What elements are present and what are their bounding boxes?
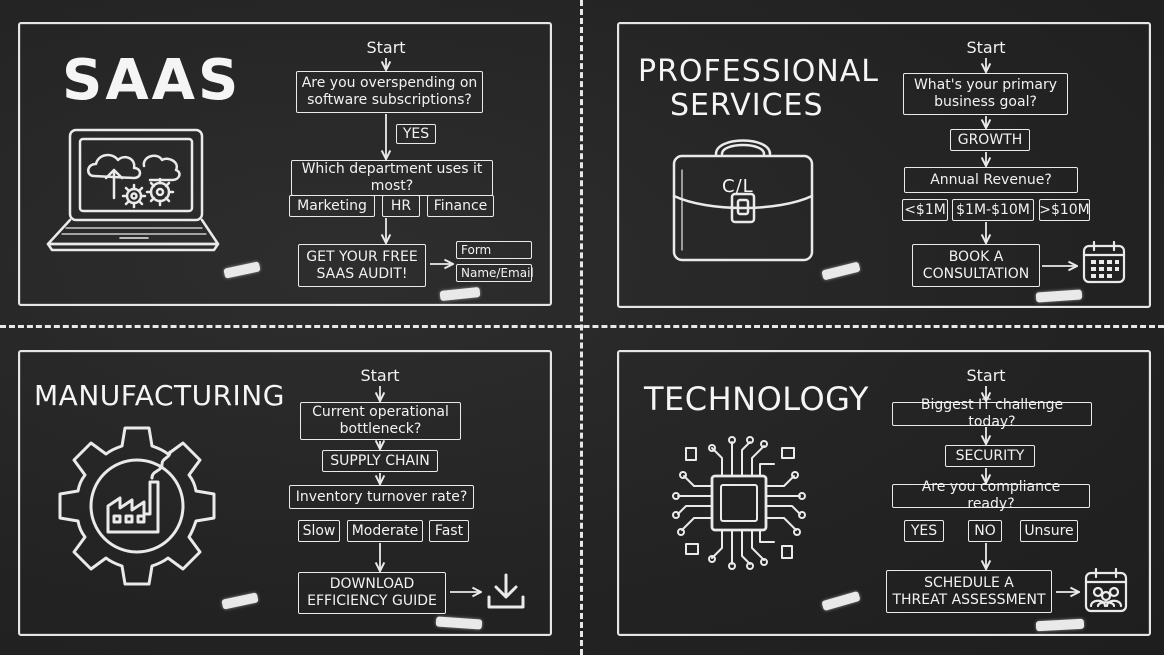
professional-question-goal: What's your primary business goal? (903, 73, 1068, 115)
technology-question-compliance: Are you compliance ready? (892, 479, 1090, 512)
technology-option-unsure: Unsure (1020, 520, 1078, 542)
manufacturing-start: Start (360, 366, 400, 385)
briefcase-label: C/L (722, 176, 754, 197)
panel-professional-services (617, 22, 1151, 308)
saas-form-field: Form (456, 241, 532, 259)
professional-growth-box: GROWTH (950, 129, 1030, 151)
panel-title-technology: TECHNOLOGY (644, 380, 869, 418)
technology-option-yes: YES (904, 520, 944, 542)
calendar-icon (1082, 240, 1126, 284)
manufacturing-question-bottleneck: Current operational bottleneck? (300, 402, 461, 440)
saas-yes-box: YES (396, 124, 436, 144)
professional-cta-consultation: BOOK A CONSULTATION (912, 244, 1040, 287)
manufacturing-option-moderate: Moderate (347, 520, 423, 542)
technology-start: Start (966, 366, 1006, 385)
briefcase-icon (672, 139, 814, 262)
technology-cta-threat-assessment: SCHEDULE A THREAT ASSESSMENT (886, 570, 1052, 613)
calendar-people-icon (1084, 567, 1128, 613)
saas-name-email-field: Name/Email (456, 264, 534, 282)
technology-security-box: SECURITY (945, 445, 1035, 467)
technology-question-it-challenge: Biggest IT challenge today? (892, 397, 1092, 430)
saas-option-marketing: Marketing (289, 195, 375, 217)
manufacturing-question-inventory: Inventory turnover rate? (289, 485, 474, 509)
saas-cta-audit: GET YOUR FREE SAAS AUDIT! (298, 244, 426, 287)
horizontal-divider (0, 325, 1164, 328)
manufacturing-cta-download: DOWNLOAD EFFICIENCY GUIDE (298, 572, 446, 614)
saas-start: Start (366, 38, 406, 57)
professional-option-1m-10m: $1M-$10M (952, 199, 1034, 221)
saas-option-hr: HR (382, 195, 420, 217)
panel-saas (18, 22, 552, 306)
circuit-chip-icon (672, 436, 806, 570)
panel-manufacturing (18, 350, 552, 636)
technology-option-no: NO (968, 520, 1002, 542)
professional-question-revenue: Annual Revenue? (904, 167, 1078, 193)
panel-title-professional-line2: SERVICES (670, 88, 824, 123)
laptop-cloud-gears-icon (46, 128, 220, 252)
professional-option-under-1m: <$1M (902, 199, 948, 221)
saas-option-finance: Finance (427, 195, 494, 217)
saas-question-overspending: Are you overspending on software subscri… (296, 71, 483, 113)
professional-start: Start (966, 38, 1006, 57)
download-icon (487, 573, 525, 609)
panel-title-saas: SAAS (62, 48, 242, 113)
gear-factory-icon (58, 426, 216, 586)
saas-question-department: Which department uses it most? (291, 160, 493, 196)
manufacturing-option-slow: Slow (298, 520, 340, 542)
manufacturing-option-fast: Fast (429, 520, 469, 542)
professional-option-over-10m: >$10M (1039, 199, 1090, 221)
panel-technology (617, 350, 1151, 636)
manufacturing-supply-chain-box: SUPPLY CHAIN (322, 450, 438, 472)
panel-title-manufacturing: MANUFACTURING (34, 379, 285, 412)
panel-title-professional-line1: PROFESSIONAL (638, 54, 879, 89)
